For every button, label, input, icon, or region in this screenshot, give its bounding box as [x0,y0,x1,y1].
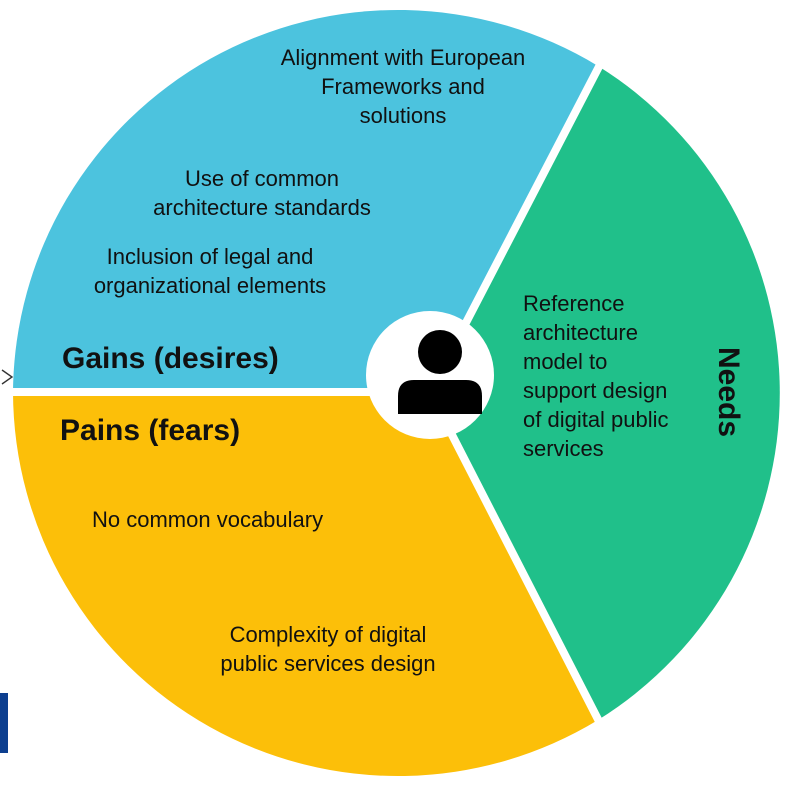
center-circle [366,311,494,439]
needs-item: Reference architecture model to support … [523,291,669,462]
gains-title: Gains (desires) [62,342,279,375]
pains-segment [13,392,598,777]
edge-bar [0,693,8,753]
arrow-icon [1,369,14,385]
gains-item: Alignment with European Frameworks and s… [280,45,526,129]
person-icon [398,330,482,414]
gains-item: Use of common architecture standards [153,166,371,221]
gains-segment [13,9,598,393]
gains-item: Inclusion of legal and organizational el… [93,244,327,299]
pains-item: No common vocabulary [92,507,324,532]
divider-line [426,390,609,735]
pains-title: Pains (fears) [60,414,241,447]
pains-item: Complexity of digital public services de… [220,622,436,677]
needs-title: Needs [712,346,745,438]
